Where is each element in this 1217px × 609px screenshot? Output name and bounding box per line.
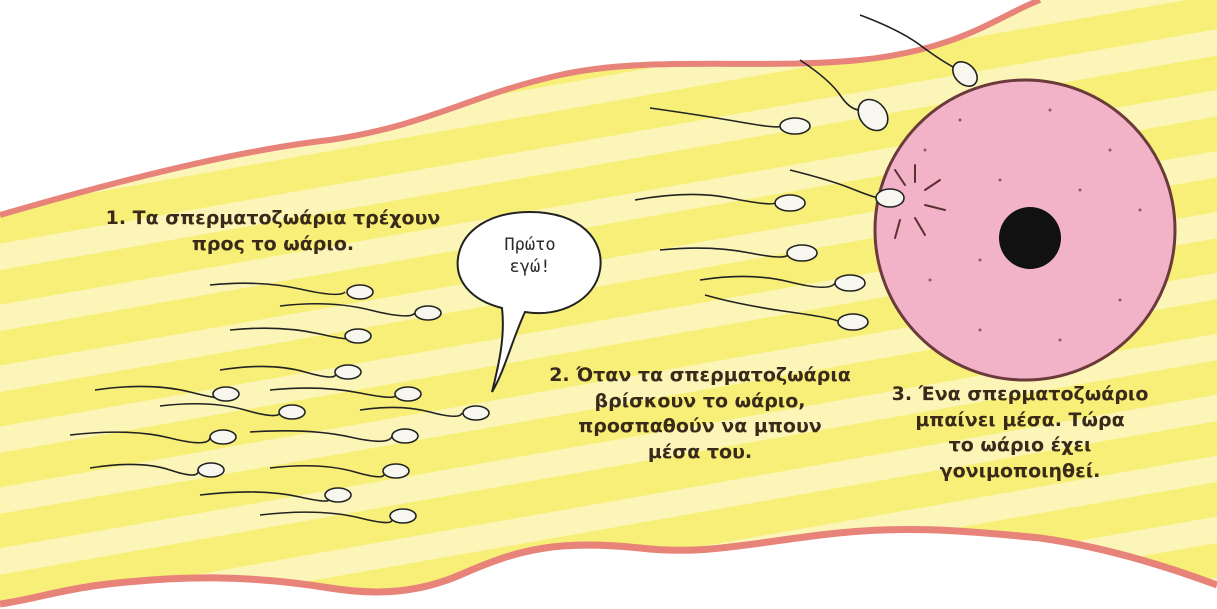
step-1-line-2: προς το ωάριο.: [68, 232, 478, 258]
step-1-caption: 1. Τα σπερματοζωάρια τρέχουν προς το ωάρ…: [68, 206, 478, 257]
egg-cell: [875, 80, 1175, 380]
step-3-line-1: 3. Ένα σπερματοζωάριο: [870, 382, 1170, 408]
step-3-line-2: μπαίνει μέσα. Τώρα: [870, 408, 1170, 434]
egg-nucleus: [999, 207, 1061, 269]
speech-line-1: Πρώτο: [470, 234, 590, 256]
step-2-line-4: μέσα του.: [520, 440, 880, 466]
step-2-line-2: βρίσκουν το ωάριο,: [520, 389, 880, 415]
step-2-line-1: 2. Όταν τα σπερματοζωάρια: [520, 363, 880, 389]
step-3-caption: 3. Ένα σπερματοζωάριο μπαίνει μέσα. Τώρα…: [870, 382, 1170, 485]
step-3-line-4: γονιμοποιηθεί.: [870, 459, 1170, 485]
speech-bubble-text: Πρώτο εγώ!: [470, 234, 590, 278]
step-1-line-1: 1. Τα σπερματοζωάρια τρέχουν: [68, 206, 478, 232]
speech-line-2: εγώ!: [470, 256, 590, 278]
step-2-caption: 2. Όταν τα σπερματοζωάρια βρίσκουν το ωά…: [520, 363, 880, 466]
step-3-line-3: το ωάριο έχει: [870, 433, 1170, 459]
step-2-line-3: προσπαθούν να μπουν: [520, 414, 880, 440]
